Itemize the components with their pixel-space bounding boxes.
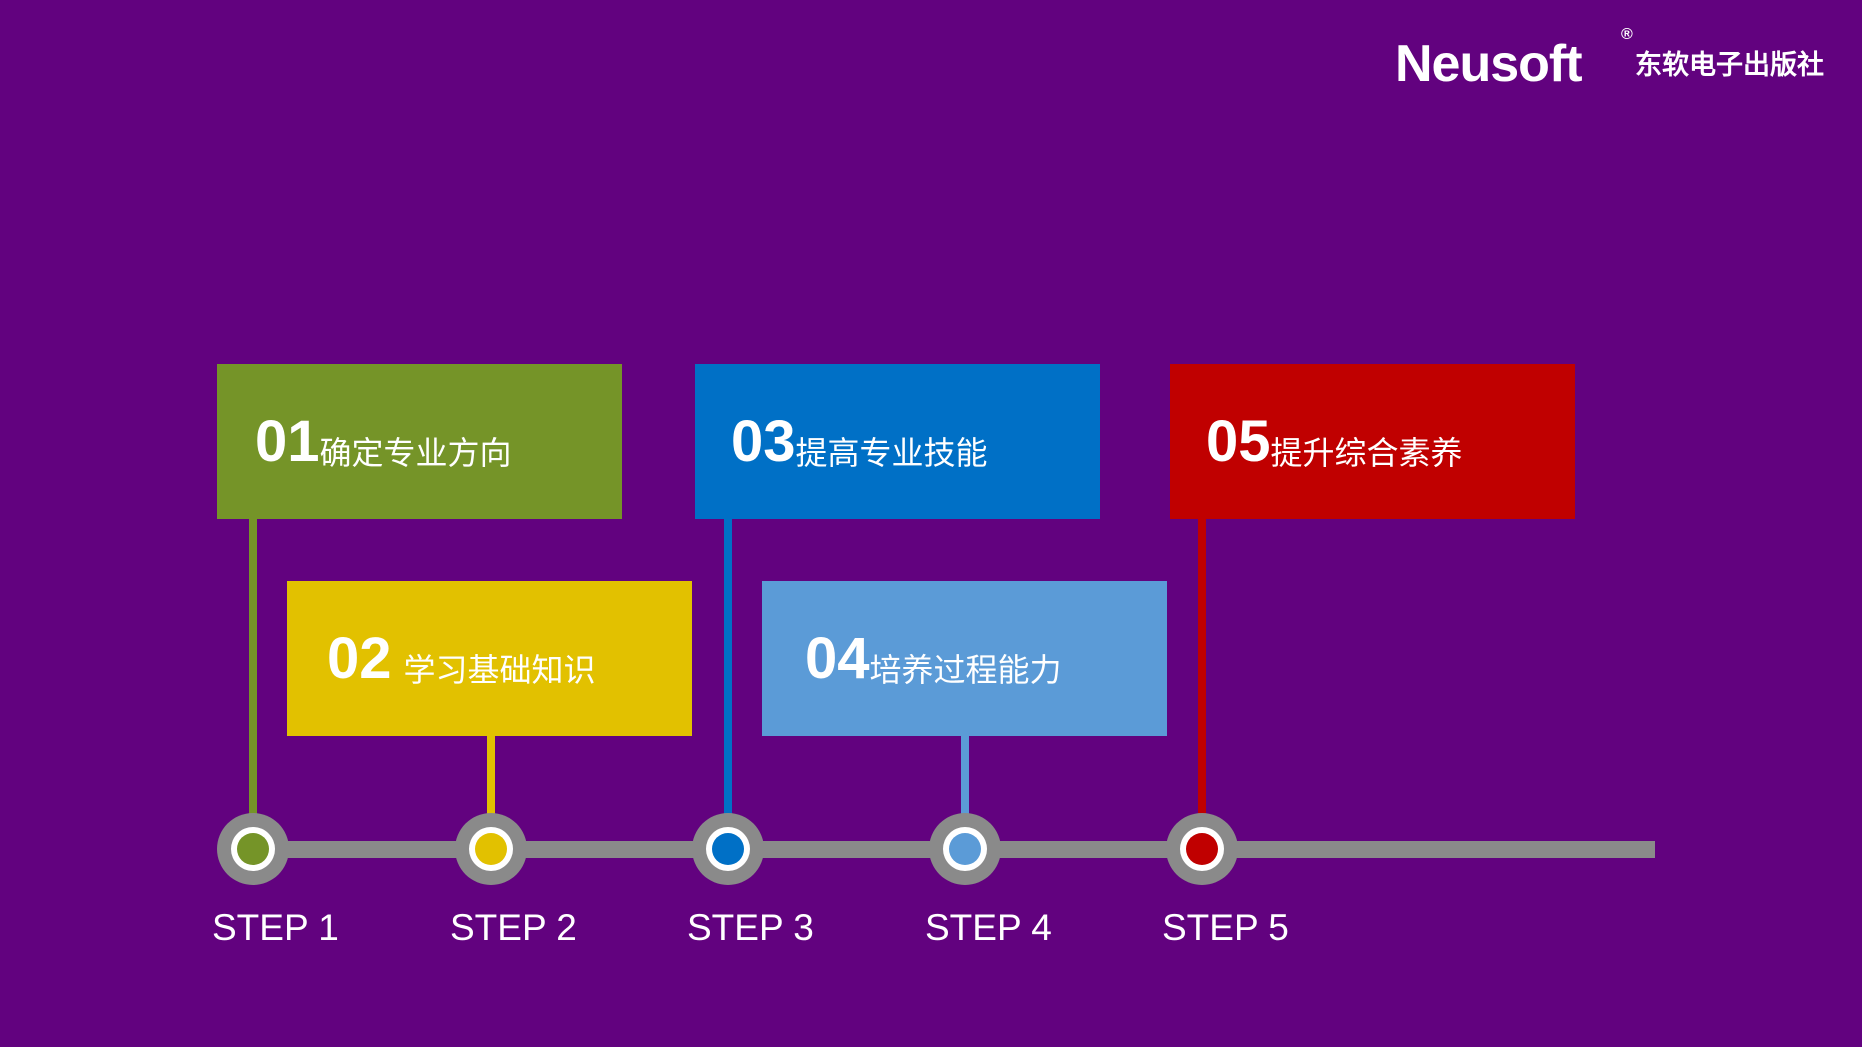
step-label-4: STEP 4 xyxy=(925,907,1052,948)
registered-mark: ® xyxy=(1621,26,1633,43)
logo-wordmark: Neusoft xyxy=(1395,35,1583,93)
step-box-1: 01 确定专业方向 xyxy=(217,364,622,519)
connector-step-3 xyxy=(724,518,732,848)
step-label-5: STEP 5 xyxy=(1162,907,1289,948)
publisher-name: 东软电子出版社 xyxy=(1635,50,1824,81)
node-dot-2 xyxy=(475,833,507,865)
node-dot-4 xyxy=(949,833,981,865)
step-text-3: 提高专业技能 xyxy=(795,433,988,472)
step-number-3: 03 xyxy=(731,408,796,474)
connector-step-2 xyxy=(487,735,495,848)
node-dot-5 xyxy=(1186,833,1218,865)
step-text-2: 学习基础知识 xyxy=(403,650,596,689)
step-text-5: 提升综合素养 xyxy=(1270,433,1463,472)
step-label-3: STEP 3 xyxy=(687,907,814,948)
neusoft-logo: Neusoft ® 东软电子出版社 xyxy=(1395,26,1845,93)
timeline-node-3 xyxy=(692,813,764,885)
step-box-5: 05 提升综合素养 xyxy=(1170,364,1575,519)
connector-step-4 xyxy=(961,735,969,848)
node-dot-1 xyxy=(237,833,269,865)
step-number-5: 05 xyxy=(1206,408,1271,474)
step-text-4: 培养过程能力 xyxy=(869,650,1062,689)
timeline-node-4 xyxy=(929,813,1001,885)
timeline-node-1 xyxy=(217,813,289,885)
step-text-1: 确定专业方向 xyxy=(319,433,512,472)
step-number-2: 02 xyxy=(327,625,392,691)
connector-step-5 xyxy=(1198,518,1206,848)
timeline-node-5 xyxy=(1166,813,1238,885)
step-box-3: 03 提高专业技能 xyxy=(695,364,1100,519)
connector-step-1 xyxy=(249,518,257,848)
step-number-1: 01 xyxy=(255,408,320,474)
node-dot-3 xyxy=(712,833,744,865)
step-label-1: STEP 1 xyxy=(212,907,339,948)
timeline-node-2 xyxy=(455,813,527,885)
step-label-2: STEP 2 xyxy=(450,907,577,948)
step-number-4: 04 xyxy=(805,625,870,691)
step-box-4: 04 培养过程能力 xyxy=(762,581,1167,736)
step-box-2: 02 学习基础知识 xyxy=(287,581,692,736)
